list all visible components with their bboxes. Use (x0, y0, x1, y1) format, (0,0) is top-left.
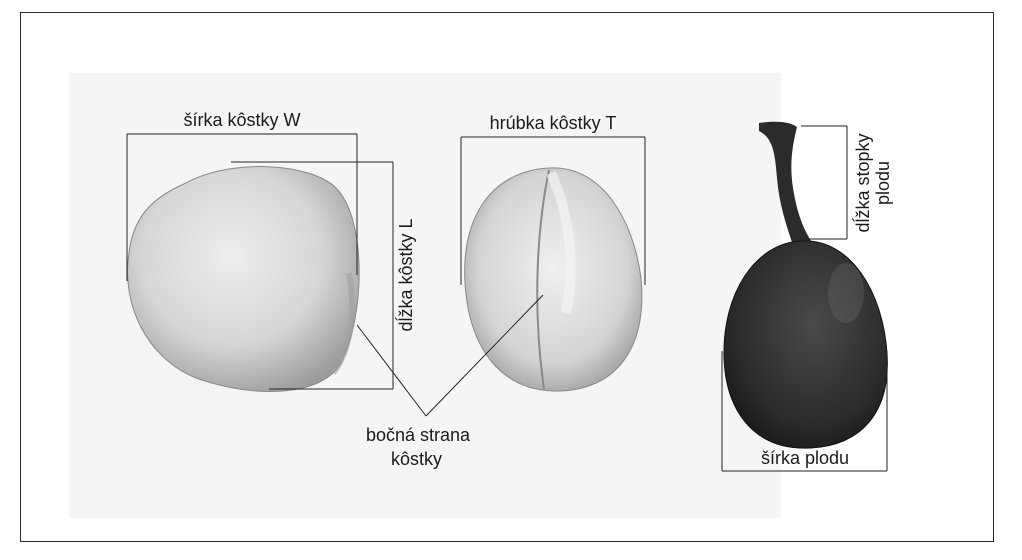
seed-length-label: dĺžka kôstky L (395, 218, 416, 331)
measurement-diagram: šírka kôstky W dĺžka kôstky L hrúbka kôs… (21, 13, 995, 543)
seed-thickness-label: hrúbka kôstky T (490, 113, 617, 133)
fruit-body (724, 241, 887, 448)
seed-front-view (128, 167, 360, 392)
figure-frame: šírka kôstky W dĺžka kôstky L hrúbka kôs… (20, 12, 994, 542)
stalk-label-line2: plodu (873, 161, 893, 205)
fruit-stalk (759, 122, 811, 245)
seed-width-label: šírka kôstky W (183, 110, 300, 130)
seed-side-view (465, 168, 642, 391)
stalk-length-dimension (801, 126, 847, 239)
fruit-width-label: šírka plodu (761, 448, 849, 468)
side-label-line1: bočná strana (366, 425, 471, 445)
stalk-label-line1: dĺžka stopky (852, 133, 873, 232)
side-label-line2: kôstky (391, 449, 442, 469)
fruit-highlight (828, 263, 864, 323)
